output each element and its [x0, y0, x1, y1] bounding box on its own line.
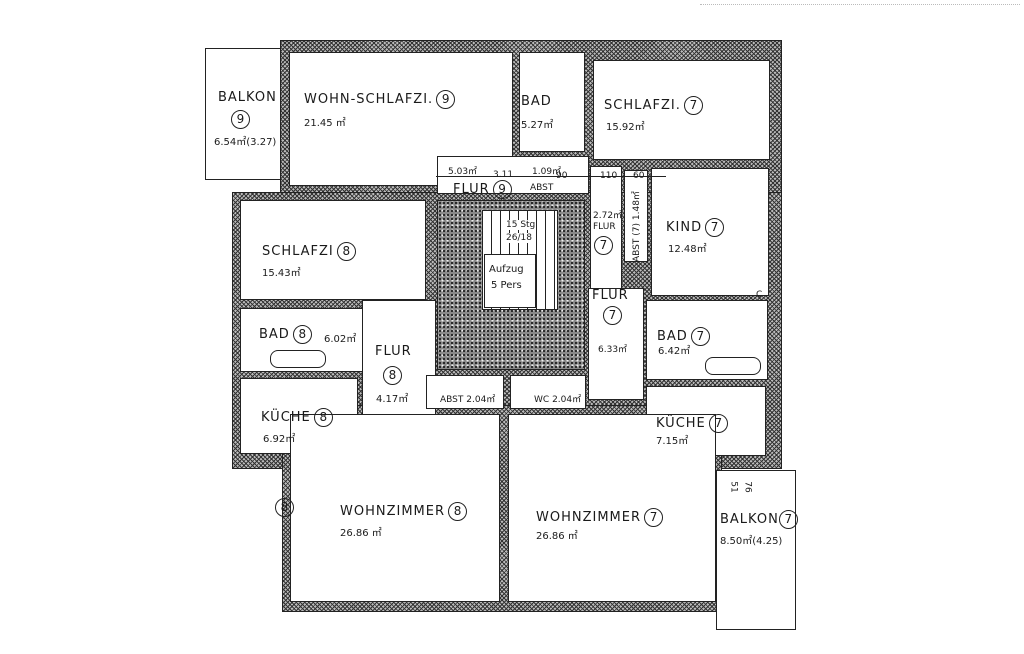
area-balkon-7: 8.50㎡(4.25)	[720, 536, 783, 547]
room-schlafzi-7	[593, 60, 770, 160]
label-flur-8: FLUR	[375, 344, 412, 359]
label-flur-7a-unit: 7	[591, 236, 613, 255]
dim-60: 60	[633, 171, 645, 181]
dimension-line	[436, 176, 666, 177]
area-schlafzi-7: 15.92㎡	[606, 122, 645, 133]
area-kueche-7: 7.15㎡	[656, 436, 689, 447]
label-balkon-9: BALKON	[218, 90, 277, 105]
label-balkon-9-unit: 9	[228, 110, 250, 129]
room-wc	[510, 375, 586, 409]
label-abst-9: ABST	[530, 183, 554, 193]
scan-artifact	[700, 4, 1020, 7]
stair-steps-label: 15 Stg	[506, 220, 536, 230]
outside-marker-8: 8	[272, 498, 294, 517]
room-abst-204	[426, 375, 504, 409]
elevator	[484, 254, 536, 308]
label-flur-8-unit: 8	[380, 366, 402, 385]
dim-311: 3.11	[493, 170, 514, 180]
area-flur-7a: 2.72㎡	[593, 211, 623, 221]
area-wohnzimmer-8: 26.86 ㎡	[340, 528, 382, 539]
room-balkon-7	[716, 470, 796, 630]
dim-110: 110	[600, 171, 618, 181]
dim-90: 90	[556, 171, 568, 181]
area-schlafzi-8: 15.43㎡	[262, 268, 301, 279]
label-flur-7a: FLUR	[593, 222, 616, 232]
label-abst-7: ABST (7) 1.48㎡	[632, 191, 642, 262]
label-flur-7b-unit: 7	[600, 306, 622, 325]
bathtub-8	[270, 350, 326, 368]
room-flur-7a	[590, 166, 622, 290]
area-wohn-schlafzi-9: 21.45 ㎡	[304, 118, 346, 129]
label-wohn-schlafzi-9: WOHN-SCHLAFZI.9	[304, 90, 456, 109]
area-flur-8: 4.17㎡	[376, 394, 409, 405]
room-flur-9	[437, 156, 589, 194]
label-c: C	[756, 290, 763, 300]
stair-ratio-label: 26/18	[506, 233, 532, 243]
room-kind-7	[651, 168, 769, 296]
area-balkon-9: 6.54㎡(3.27)	[214, 137, 277, 148]
label-schlafzi-7: SCHLAFZI.7	[604, 96, 703, 115]
dim-51: 51	[728, 481, 739, 493]
room-bad-9	[519, 52, 585, 152]
label-abst-204: ABST 2.04㎡	[440, 395, 496, 405]
elevator-label-1: Aufzug	[489, 264, 524, 275]
area-flur-9: 5.03㎡	[448, 167, 478, 177]
area-bad-7: 6.42㎡	[658, 346, 691, 357]
dim-76: 76	[742, 481, 753, 493]
room-wohnzimmer-7	[508, 414, 716, 602]
area-bad-8: 6.02㎡	[324, 334, 357, 345]
room-schlafzi-8	[240, 200, 426, 300]
area-flur-7b: 6.33㎡	[598, 345, 628, 355]
label-flur-7b: FLUR	[592, 288, 629, 303]
room-abst-7	[624, 170, 648, 262]
area-kind-7: 12.48㎡	[668, 244, 707, 255]
area-kueche-8: 6.92㎡	[263, 434, 296, 445]
label-bad-9: BAD	[521, 94, 552, 109]
bathtub-7	[705, 357, 761, 375]
area-bad-9: 5.27㎡	[521, 120, 554, 131]
area-wohnzimmer-7: 26.86 ㎡	[536, 531, 578, 542]
area-abst-9: 1.09㎡	[532, 167, 562, 177]
elevator-label-2: 5 Pers	[491, 280, 522, 291]
label-wc: WC 2.04㎡	[534, 395, 582, 405]
